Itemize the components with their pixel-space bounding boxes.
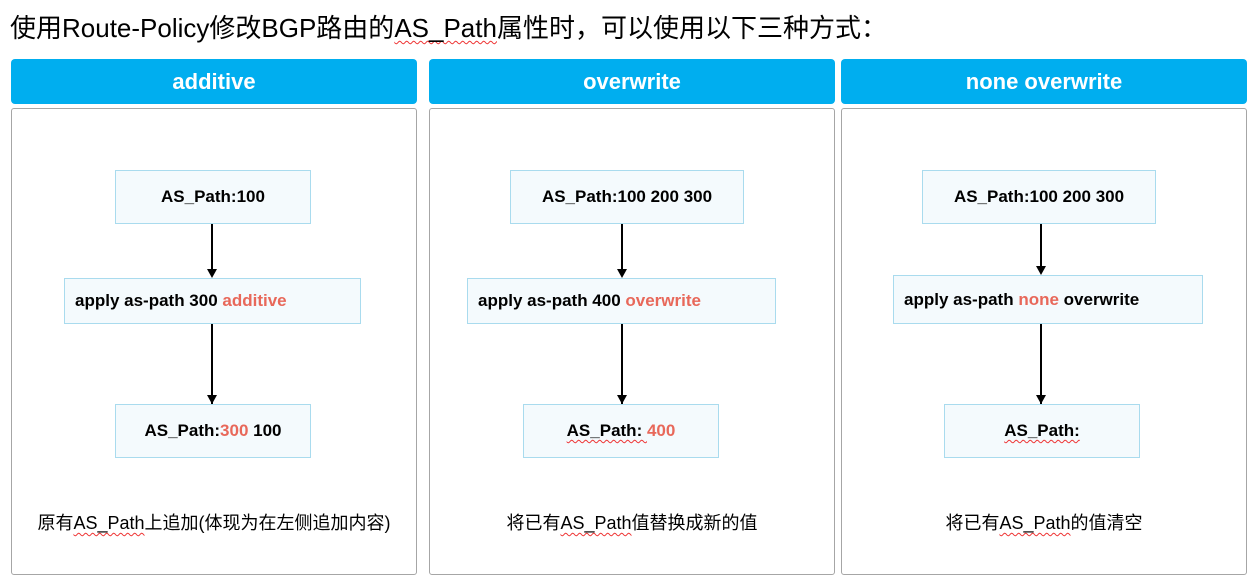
description: 原有AS_Path上追加(体现为在左侧追加内容) [12, 509, 416, 535]
command-suffix: overwrite [1058, 289, 1140, 309]
column-additive: additive AS_Path:100 apply as-path 300 a… [11, 59, 417, 575]
after-label: AS_Path: [144, 421, 221, 440]
before-value: 100 200 300 [1029, 187, 1125, 206]
arrow-line-2 [211, 324, 213, 405]
after-box: AS_Path: 400 [523, 404, 719, 458]
command-prefix: apply as-path [904, 289, 1019, 309]
command-box: apply as-path 400 overwrite [467, 278, 776, 324]
description: 将已有AS_Path的值清空 [842, 509, 1246, 535]
arrow-head-2 [1036, 395, 1046, 404]
after-highlight: 400 [646, 421, 676, 440]
arrow-line-1 [211, 224, 213, 271]
column-header-additive: additive [11, 59, 417, 104]
arrow-head-2 [207, 395, 217, 404]
before-label: AS_Path: [161, 187, 237, 206]
before-label: AS_Path: [541, 187, 618, 206]
desc-suffix: 值替换成新的值 [631, 513, 758, 533]
desc-keyword: AS_Path [73, 513, 145, 533]
panel-none-overwrite: AS_Path:100 200 300 apply as-path none o… [841, 108, 1247, 575]
description: 将已有AS_Path值替换成新的值 [430, 509, 834, 535]
arrow-line-2 [621, 324, 623, 405]
column-header-overwrite: overwrite [429, 59, 835, 104]
before-box: AS_Path:100 [115, 170, 311, 224]
before-box: AS_Path:100 200 300 [922, 170, 1156, 224]
before-value: 100 200 300 [617, 187, 713, 206]
page-title: 使用Route-Policy修改BGP路由的AS_Path属性时，可以使用以下三… [10, 8, 887, 48]
after-box: AS_Path:300 100 [115, 404, 311, 458]
desc-keyword: AS_Path [999, 513, 1071, 533]
arrow-line-1 [621, 224, 623, 271]
column-header-none-overwrite: none overwrite [841, 59, 1247, 104]
arrow-line-1 [1040, 224, 1042, 267]
desc-prefix: 将已有 [506, 513, 561, 533]
before-box: AS_Path:100 200 300 [510, 170, 744, 224]
column-none-overwrite: none overwrite AS_Path:100 200 300 apply… [841, 59, 1247, 575]
desc-keyword: AS_Path [560, 513, 632, 533]
before-label: AS_Path: [953, 187, 1030, 206]
command-box: apply as-path 300 additive [64, 278, 361, 324]
after-highlight: 300 [220, 421, 249, 440]
after-label: AS_Path: [566, 421, 647, 440]
command-highlight: overwrite [625, 291, 701, 310]
arrow-head-1 [617, 269, 627, 278]
command-prefix: apply as-path 400 [478, 291, 626, 310]
desc-prefix: 将已有 [945, 513, 1000, 533]
title-suffix: 属性时，可以使用以下三种方式： [496, 13, 887, 43]
after-box: AS_Path: [944, 404, 1140, 458]
command-prefix: apply as-path 300 [75, 291, 223, 310]
before-value: 100 [236, 187, 265, 206]
command-highlight: additive [222, 291, 287, 310]
arrow-line-2 [1040, 324, 1042, 405]
arrow-head-2 [617, 395, 627, 404]
arrow-head-1 [207, 269, 217, 278]
column-overwrite: overwrite AS_Path:100 200 300 apply as-p… [429, 59, 835, 575]
panel-additive: AS_Path:100 apply as-path 300 additive A… [11, 108, 417, 575]
title-prefix: 使用Route-Policy修改BGP路由的 [10, 13, 395, 43]
after-rest: 100 [248, 421, 282, 440]
title-keyword: AS_Path [394, 13, 497, 43]
desc-prefix: 原有 [37, 513, 74, 533]
desc-suffix: 上追加(体现为在左侧追加内容) [144, 513, 391, 533]
after-label: AS_Path: [1004, 421, 1080, 440]
panel-overwrite: AS_Path:100 200 300 apply as-path 400 ov… [429, 108, 835, 575]
command-box: apply as-path none overwrite [893, 275, 1203, 324]
command-highlight: none [1018, 289, 1059, 309]
desc-suffix: 的值清空 [1070, 513, 1143, 533]
arrow-head-1 [1036, 266, 1046, 275]
